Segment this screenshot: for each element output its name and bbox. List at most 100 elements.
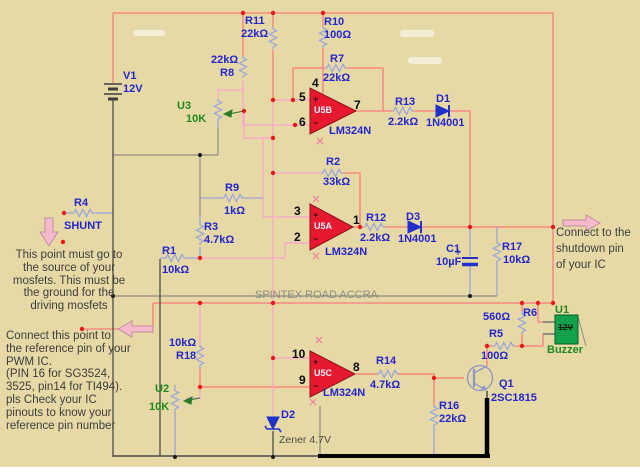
smudge-marks bbox=[133, 30, 442, 64]
r4-value-label: SHUNT bbox=[64, 220, 102, 232]
r14-ref-label: R14 bbox=[376, 355, 397, 367]
r8-ref-label: R8 bbox=[220, 67, 235, 79]
r10-ref-label: R10 bbox=[324, 16, 345, 28]
buzzer-marking: 12V bbox=[558, 322, 574, 332]
mosfet-note: This point must go to the source of your… bbox=[8, 249, 130, 313]
u5c-part-label: LM324N bbox=[323, 387, 366, 399]
dark-wires bbox=[112, 100, 488, 457]
red-wires bbox=[82, 12, 554, 405]
u5b-pin5-label: 5 bbox=[299, 90, 306, 104]
r14-value-label: 4.7kΩ bbox=[370, 379, 401, 391]
u5a-pin1-label: 1 bbox=[353, 213, 360, 227]
mosfet-note-line: mosfets. This must be bbox=[12, 274, 126, 287]
u5a-pin3-label: 3 bbox=[294, 204, 301, 218]
u5c-pin8-label: 8 bbox=[353, 360, 360, 374]
ground-bus bbox=[318, 398, 490, 458]
c1-ref-label: C1 bbox=[446, 243, 461, 255]
r10-value-label: 100Ω bbox=[324, 29, 352, 41]
u5b-part-label: LM324N bbox=[329, 125, 372, 137]
u5a-minus-mark: − bbox=[313, 234, 319, 244]
no-connect-marks bbox=[309, 137, 324, 406]
shunt-down-arrow bbox=[39, 217, 59, 247]
r13-value-label: 2.2kΩ bbox=[388, 116, 419, 128]
mosfet-note-line: This point must go to bbox=[15, 249, 123, 261]
u2-ref-label: U2 bbox=[155, 383, 170, 395]
r5-ref-label: R5 bbox=[489, 328, 504, 340]
shutdown-note: Connect to the shutdown pin of your IC bbox=[556, 225, 631, 273]
u5c-pin10-label: 10 bbox=[292, 347, 306, 361]
shutdown-note-line: of your IC bbox=[556, 259, 606, 271]
buzzer-symbol bbox=[554, 314, 579, 345]
reference-left-arrow bbox=[116, 320, 154, 338]
battery-symbol bbox=[104, 83, 122, 101]
reference-note-line: 3525, pin14 for TI494). bbox=[6, 381, 123, 394]
d3-part-label: 1N4001 bbox=[398, 233, 437, 245]
r18-ref-label: R18 bbox=[176, 350, 197, 362]
u5c-pin9-label: 9 bbox=[299, 373, 306, 387]
u3-ref-label: U3 bbox=[177, 100, 192, 112]
shutdown-note-line: Connect to the bbox=[556, 227, 631, 239]
r17-ref-label: R17 bbox=[502, 241, 523, 253]
r3-ref-label: R3 bbox=[204, 221, 219, 233]
r16-ref-label: R16 bbox=[439, 400, 460, 412]
r1-ref-label: R1 bbox=[162, 245, 177, 257]
r12-ref-label: R12 bbox=[366, 212, 387, 224]
r4-ref-label: R4 bbox=[74, 197, 89, 209]
reference-note-line: reference pin number bbox=[6, 419, 116, 432]
q1-part-label: 2SC1815 bbox=[491, 392, 537, 404]
pink-wires bbox=[186, 80, 321, 417]
d2-ref-label: D2 bbox=[281, 409, 296, 421]
junction-dots bbox=[60, 10, 556, 459]
r8-value-label: 22kΩ bbox=[211, 54, 239, 66]
d3-ref-label: D3 bbox=[406, 211, 421, 223]
r13-ref-label: R13 bbox=[395, 96, 416, 108]
u5a-plus-mark: + bbox=[313, 210, 319, 220]
u5a-ref-label: U5A bbox=[314, 221, 333, 231]
u5b-plus-mark: + bbox=[313, 94, 319, 104]
r17-value-label: 10kΩ bbox=[503, 254, 531, 266]
r1-value-label: 10kΩ bbox=[162, 264, 190, 276]
reference-note-line: pls Check your IC bbox=[6, 393, 97, 406]
mosfet-note-line: the ground for the bbox=[23, 287, 115, 300]
u5b-ref-label: U5B bbox=[314, 105, 333, 115]
diode-d3-symbol bbox=[407, 220, 423, 234]
r16-value-label: 22kΩ bbox=[439, 413, 467, 425]
r11-ref-label: R11 bbox=[245, 15, 265, 27]
u5a-pin2-label: 2 bbox=[294, 230, 301, 244]
u5c-plus-mark: + bbox=[313, 357, 319, 367]
reference-note-line: Connect this point to bbox=[6, 330, 111, 342]
r18-value-label: 10kΩ bbox=[169, 337, 197, 349]
component-leads bbox=[64, 121, 498, 457]
u3-value-label: 10K bbox=[186, 113, 207, 125]
q1-ref-label: Q1 bbox=[499, 378, 514, 390]
r9-value-label: 1kΩ bbox=[224, 205, 246, 217]
c1-value-label: 10µF bbox=[436, 256, 462, 268]
u5b-pin6-label: 6 bbox=[299, 115, 306, 129]
r7-ref-label: R7 bbox=[330, 53, 345, 65]
diode-d1-symbol bbox=[435, 104, 451, 118]
d1-part-label: 1N4001 bbox=[426, 117, 465, 129]
r2-value-label: 33kΩ bbox=[323, 176, 351, 188]
r5-value-label: 100Ω bbox=[481, 350, 509, 362]
capacitor-c1-symbol bbox=[455, 249, 478, 267]
u2-value-label: 10K bbox=[149, 401, 170, 413]
d2-part-label: Zener 4.7V bbox=[279, 434, 331, 446]
u5c-ref-label: U5C bbox=[314, 368, 333, 378]
r2-ref-label: R2 bbox=[326, 156, 341, 168]
mosfet-note-line: the source of your bbox=[22, 261, 116, 274]
mosfet-note-line: driving mosfets bbox=[30, 300, 108, 313]
u5b-pin4-label: 4 bbox=[312, 76, 319, 90]
reference-note-line: pinouts to know your bbox=[6, 406, 112, 419]
u5c-minus-mark: − bbox=[313, 381, 319, 391]
r7-value-label: 22kΩ bbox=[323, 72, 351, 84]
reference-note: Connect this point to the reference pin … bbox=[6, 330, 164, 432]
v1-ref-label: V1 bbox=[123, 70, 137, 82]
transistor-q1-symbol bbox=[466, 364, 494, 392]
watermark-text: SPINTEX ROAD ACCRA bbox=[255, 289, 378, 301]
r12-value-label: 2.2kΩ bbox=[360, 232, 391, 244]
shutdown-note-line: shutdown pin bbox=[556, 243, 624, 255]
buzzer-name-label: Buzzer bbox=[547, 344, 584, 356]
v1-value-label: 12V bbox=[123, 83, 143, 95]
